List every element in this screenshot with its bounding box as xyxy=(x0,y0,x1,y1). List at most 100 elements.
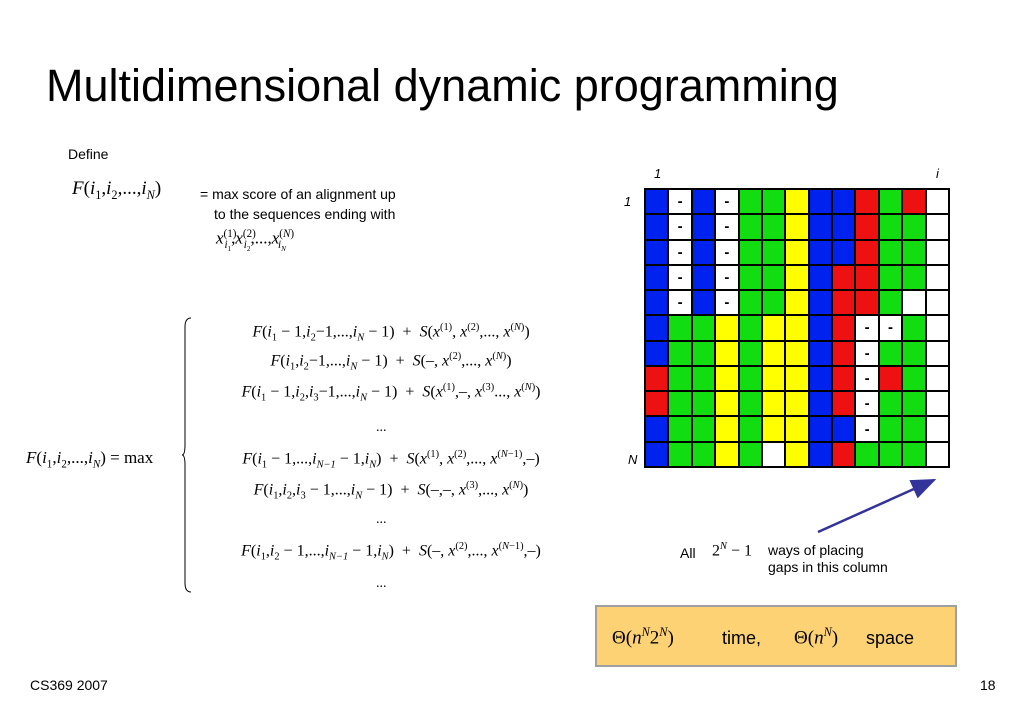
grid-cell xyxy=(808,290,833,316)
grid-cell xyxy=(761,441,786,467)
grid-cell xyxy=(808,365,833,392)
grid-cell xyxy=(785,290,809,316)
grid-cell xyxy=(902,239,926,265)
grid-cell xyxy=(761,239,786,265)
grid-cell xyxy=(785,416,809,442)
grid-cell xyxy=(691,239,716,265)
grid-cell: - xyxy=(668,290,692,316)
page-number: 18 xyxy=(980,677,996,693)
grid-cell: - xyxy=(668,189,692,215)
grid-cell: - xyxy=(855,416,879,442)
f-definition-formula: F(i1,i2,...,iN) xyxy=(72,178,162,202)
grid-cell xyxy=(902,214,926,240)
grid-cell xyxy=(808,189,833,215)
grid-cell xyxy=(832,189,856,215)
grid-cell xyxy=(808,239,833,265)
grid-cell xyxy=(668,340,692,366)
grid-cell xyxy=(785,441,809,467)
grid-cell xyxy=(925,214,949,240)
grid-cell xyxy=(738,214,762,240)
recurrence-case-1: F(i1 − 1,i2−1,...,iN − 1) + S(x(1), x(2)… xyxy=(252,322,530,344)
grid-cell xyxy=(925,189,949,215)
grid-cell xyxy=(761,391,786,417)
space-label: space xyxy=(866,628,915,648)
grid-cell xyxy=(785,239,809,265)
grid-cell xyxy=(902,340,926,366)
grid-cell xyxy=(738,290,762,316)
grid-cell xyxy=(785,340,809,366)
grid-cell xyxy=(738,239,762,265)
grid-cell xyxy=(925,416,949,442)
grid-cell xyxy=(808,391,833,417)
grid-cell xyxy=(645,416,669,442)
grid-cell xyxy=(738,441,762,467)
grid-cell xyxy=(925,239,949,265)
grid-cell xyxy=(691,391,716,417)
definition-text: = max score of an alignment up to the se… xyxy=(200,184,396,224)
grid-cell xyxy=(878,441,903,467)
define-label: Define xyxy=(68,146,109,162)
grid-cell xyxy=(691,441,716,467)
recurrence-case-3: F(i1 − 1,i2,i3−1,...,iN − 1) + S(x(1),–,… xyxy=(241,382,541,404)
ways-text: ways of placing gaps in this column xyxy=(768,542,888,576)
grid-row-label-last: N xyxy=(628,452,638,467)
grid-cell xyxy=(808,264,833,291)
grid-cell xyxy=(785,391,809,417)
grid-cell xyxy=(645,315,669,341)
grid-cell: - xyxy=(855,365,879,392)
time-label: time, xyxy=(722,628,762,648)
grid-cell xyxy=(761,315,786,341)
grid-cell xyxy=(668,315,692,341)
recurrence-brace xyxy=(182,317,192,593)
grid-cell xyxy=(691,416,716,442)
gap-count-formula: 2N − 1 xyxy=(712,541,752,560)
grid-cell xyxy=(878,391,903,417)
grid-cell xyxy=(691,290,716,316)
grid-cell xyxy=(902,441,926,467)
recurrence-ellipsis-3: ... xyxy=(376,576,387,591)
grid-cell xyxy=(761,416,786,442)
complexity-box xyxy=(595,605,957,667)
grid-cell xyxy=(855,239,879,265)
grid-cell xyxy=(902,264,926,291)
grid-cell xyxy=(808,416,833,442)
grid-cell: - xyxy=(855,340,879,366)
grid-cell xyxy=(855,189,879,215)
grid-cell xyxy=(832,264,856,291)
grid-cell xyxy=(761,365,786,392)
grid-cell xyxy=(645,189,669,215)
grid-cell xyxy=(738,416,762,442)
grid-cell xyxy=(855,290,879,316)
grid-cell xyxy=(878,239,903,265)
grid-cell xyxy=(715,315,739,341)
arrow-icon xyxy=(817,478,937,534)
grid-cell xyxy=(902,189,926,215)
grid-cell xyxy=(925,290,949,316)
grid-cell: - xyxy=(715,214,739,240)
recurrence-case-5: F(i1,i2,i3 − 1,...,iN − 1) + S(–,–, x(3)… xyxy=(253,480,529,502)
grid-cell xyxy=(761,340,786,366)
grid-cell xyxy=(738,264,762,291)
grid-cell xyxy=(645,264,669,291)
grid-cell xyxy=(761,214,786,240)
grid-cell xyxy=(738,340,762,366)
grid-cell xyxy=(925,315,949,341)
grid-cell xyxy=(902,290,926,316)
grid-cell xyxy=(878,214,903,240)
grid-cell xyxy=(715,441,739,467)
grid-cell xyxy=(832,441,856,467)
grid-cell xyxy=(785,315,809,341)
grid-cell xyxy=(738,315,762,341)
grid-cell xyxy=(645,391,669,417)
grid-cell xyxy=(925,340,949,366)
grid-cell xyxy=(668,441,692,467)
grid-cell xyxy=(691,365,716,392)
grid-cell xyxy=(832,340,856,366)
grid-cell: - xyxy=(668,214,692,240)
recurrence-case-2: F(i1,i2−1,...,iN − 1) + S(–, x(2),..., x… xyxy=(270,351,512,373)
grid-cell xyxy=(738,365,762,392)
grid-cell xyxy=(925,264,949,291)
grid-col-label-first: 1 xyxy=(654,166,662,181)
grid-cell xyxy=(715,391,739,417)
space-complexity-formula: Θ(nN) xyxy=(794,625,839,649)
